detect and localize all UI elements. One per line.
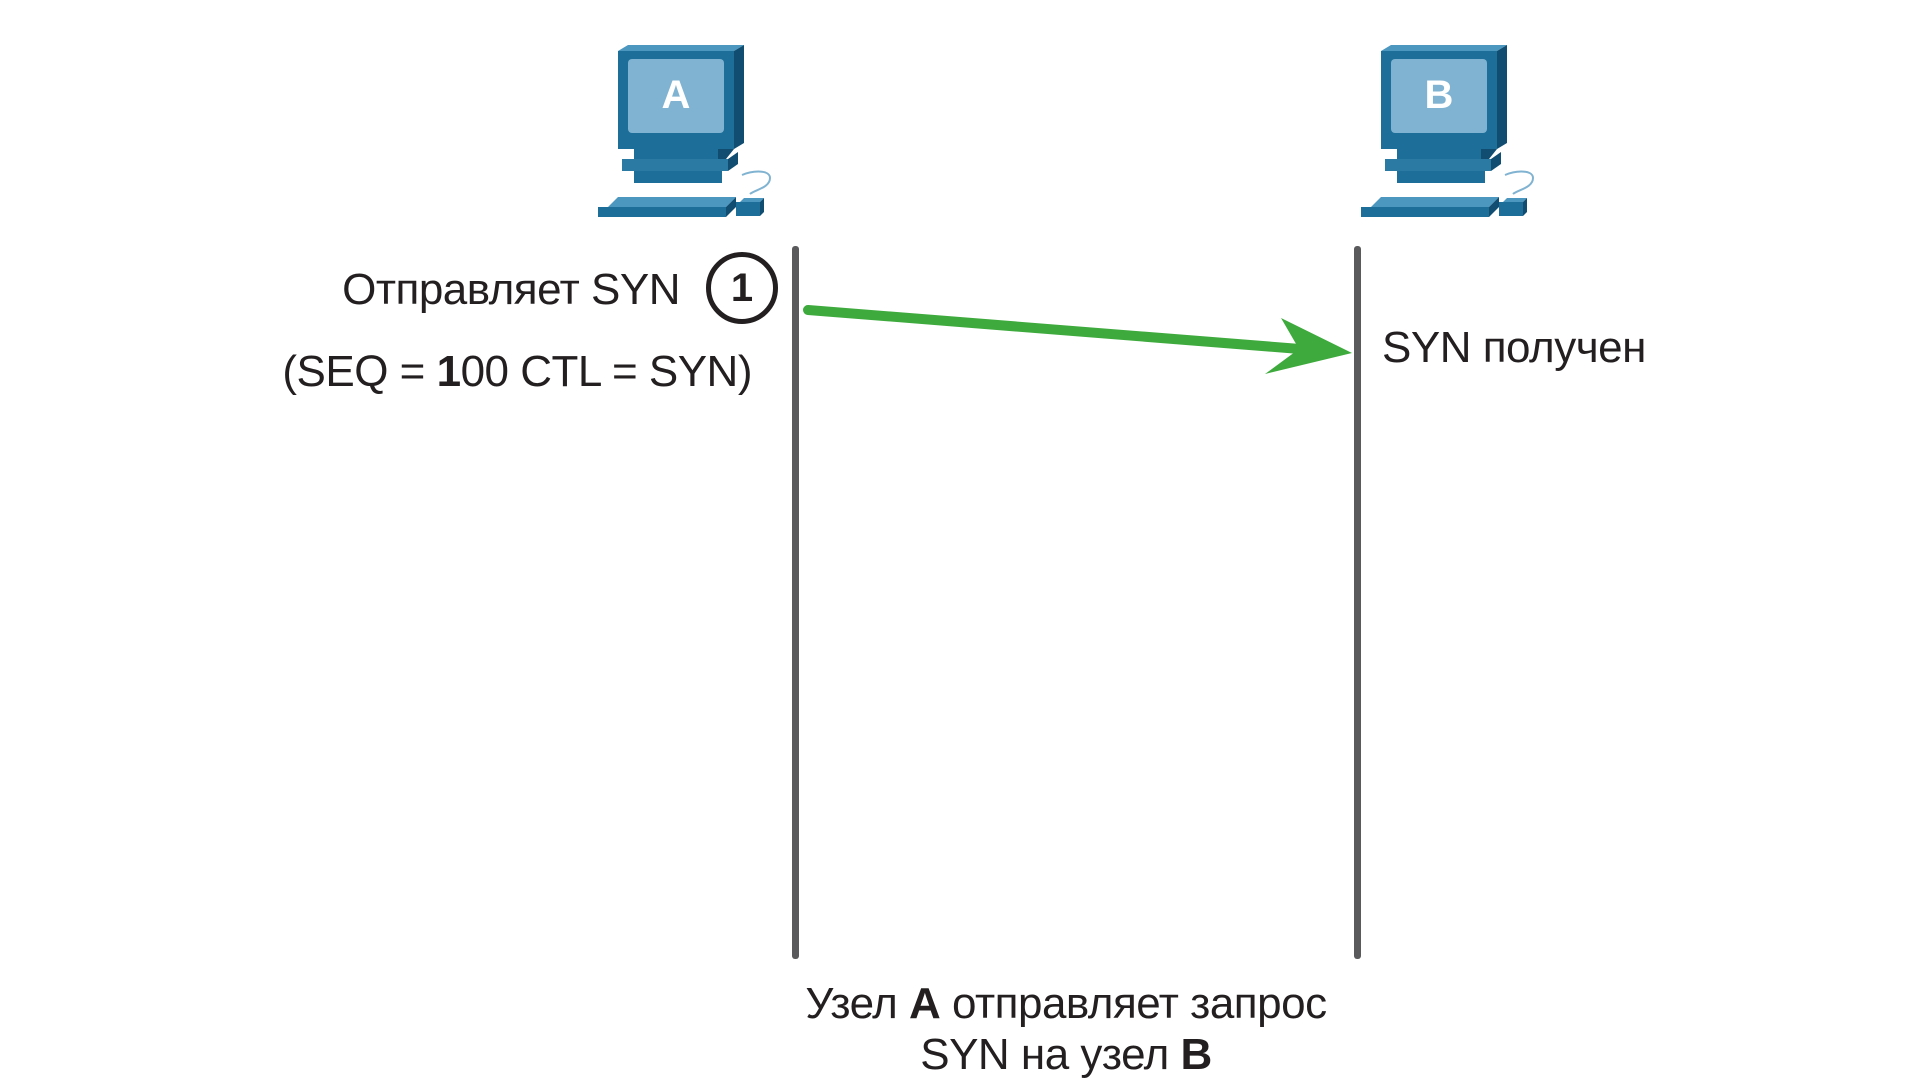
segment-seq-bold: 1 bbox=[436, 347, 461, 396]
host-a-lifeline bbox=[792, 246, 799, 959]
caption-text: отправляет запрос bbox=[940, 979, 1327, 1028]
host-a-label: A bbox=[662, 73, 691, 117]
caption-text: Узел bbox=[805, 979, 909, 1028]
caption-host-a: A bbox=[908, 979, 941, 1028]
segment-prefix: (SEQ = bbox=[282, 347, 437, 396]
send-syn-label: Отправляет SYN bbox=[342, 265, 680, 314]
host-b-label: B bbox=[1425, 73, 1454, 117]
segment-fields-label: (SEQ = 100 CTL = SYN) bbox=[282, 346, 752, 398]
syn-received-label: SYN получен bbox=[1382, 323, 1646, 372]
host-b-lifeline bbox=[1354, 246, 1361, 959]
caption-line-2: SYN на узел B bbox=[660, 1029, 1472, 1080]
host-a-computer-icon: A bbox=[598, 45, 772, 217]
caption-text: SYN на узел bbox=[920, 1030, 1181, 1079]
caption-line-1: Узел A отправляет запрос bbox=[660, 978, 1472, 1029]
caption-host-b: B bbox=[1180, 1030, 1213, 1079]
diagram-caption: Узел A отправляет запрос SYN на узел B bbox=[660, 978, 1472, 1080]
step-number-badge: 1 bbox=[706, 252, 778, 324]
segment-rest: 00 CTL = SYN) bbox=[460, 347, 753, 396]
host-b-computer-icon: B bbox=[1361, 45, 1535, 217]
